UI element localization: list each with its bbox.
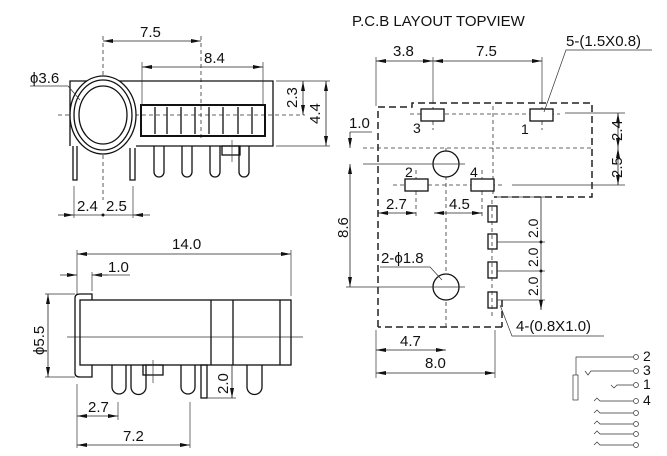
dim-2-7: 2.7 (88, 399, 109, 416)
pcb-layout: P.C.B LAYOUT TOPVIEW 3 1 2 4 3.8 7.5 5-(… (335, 13, 652, 378)
dim-14-0: 14.0 (172, 236, 201, 253)
side-view: 14.0 1.0 ϕ5.5 2.0 2.7 7.2 (31, 236, 303, 448)
dim-hole: ϕ3.6 (30, 70, 59, 87)
dim-diameter: ϕ5.5 (31, 326, 48, 355)
dim-7-5-pcb: 7.5 (476, 43, 497, 60)
pad-label-2: 2 (405, 164, 413, 180)
pad-label-3: 3 (413, 120, 421, 136)
front-view: 7.5 8.4 ϕ3.6 2.3 4.4 2.4 2.5 (30, 24, 330, 218)
dim-7-2: 7.2 (123, 428, 144, 445)
dim-2-0-a: 2.0 (525, 218, 541, 238)
schem-pin-4: 4 (643, 392, 651, 408)
schematic-symbol: 2 3 1 4 (572, 348, 651, 448)
pad-label-1: 1 (521, 121, 529, 137)
dim-2-0-b: 2.0 (525, 247, 541, 267)
schem-pin-3: 3 (643, 362, 651, 378)
dim-4-7: 4.7 (400, 333, 421, 350)
dim-4-4: 4.4 (307, 103, 324, 124)
schem-pin-1: 1 (643, 376, 651, 392)
dim-7-5: 7.5 (140, 24, 161, 41)
schem-pin-2: 2 (643, 348, 651, 364)
dim-1-0: 1.0 (108, 259, 129, 276)
dim-4-5: 4.5 (449, 196, 470, 213)
dim-2-7-pcb: 2.7 (386, 196, 407, 213)
pad2-note: 4-(0.8X1.0) (516, 318, 591, 335)
dim-3-8: 3.8 (393, 43, 414, 60)
dim-2-4: 2.4 (77, 198, 98, 215)
dim-8-0: 8.0 (425, 355, 446, 372)
dim-2-0-pin: 2.0 (215, 373, 232, 394)
hole-note: 2-ϕ1.8 (381, 250, 424, 267)
pad-label-4: 4 (470, 164, 478, 180)
pad-note: 5-(1.5X0.8) (566, 33, 641, 50)
dim-2-5: 2.5 (106, 198, 127, 215)
dim-2-4-pcb: 2.4 (609, 120, 626, 141)
dim-8-6: 8.6 (335, 217, 352, 238)
dim-2-5-pcb: 2.5 (609, 157, 626, 178)
dim-8-4: 8.4 (204, 50, 225, 67)
dim-2-0-c: 2.0 (525, 276, 541, 296)
pcb-title: P.C.B LAYOUT TOPVIEW (352, 13, 526, 30)
dim-2-3: 2.3 (284, 87, 301, 108)
dim-1-0-pcb: 1.0 (349, 115, 370, 132)
